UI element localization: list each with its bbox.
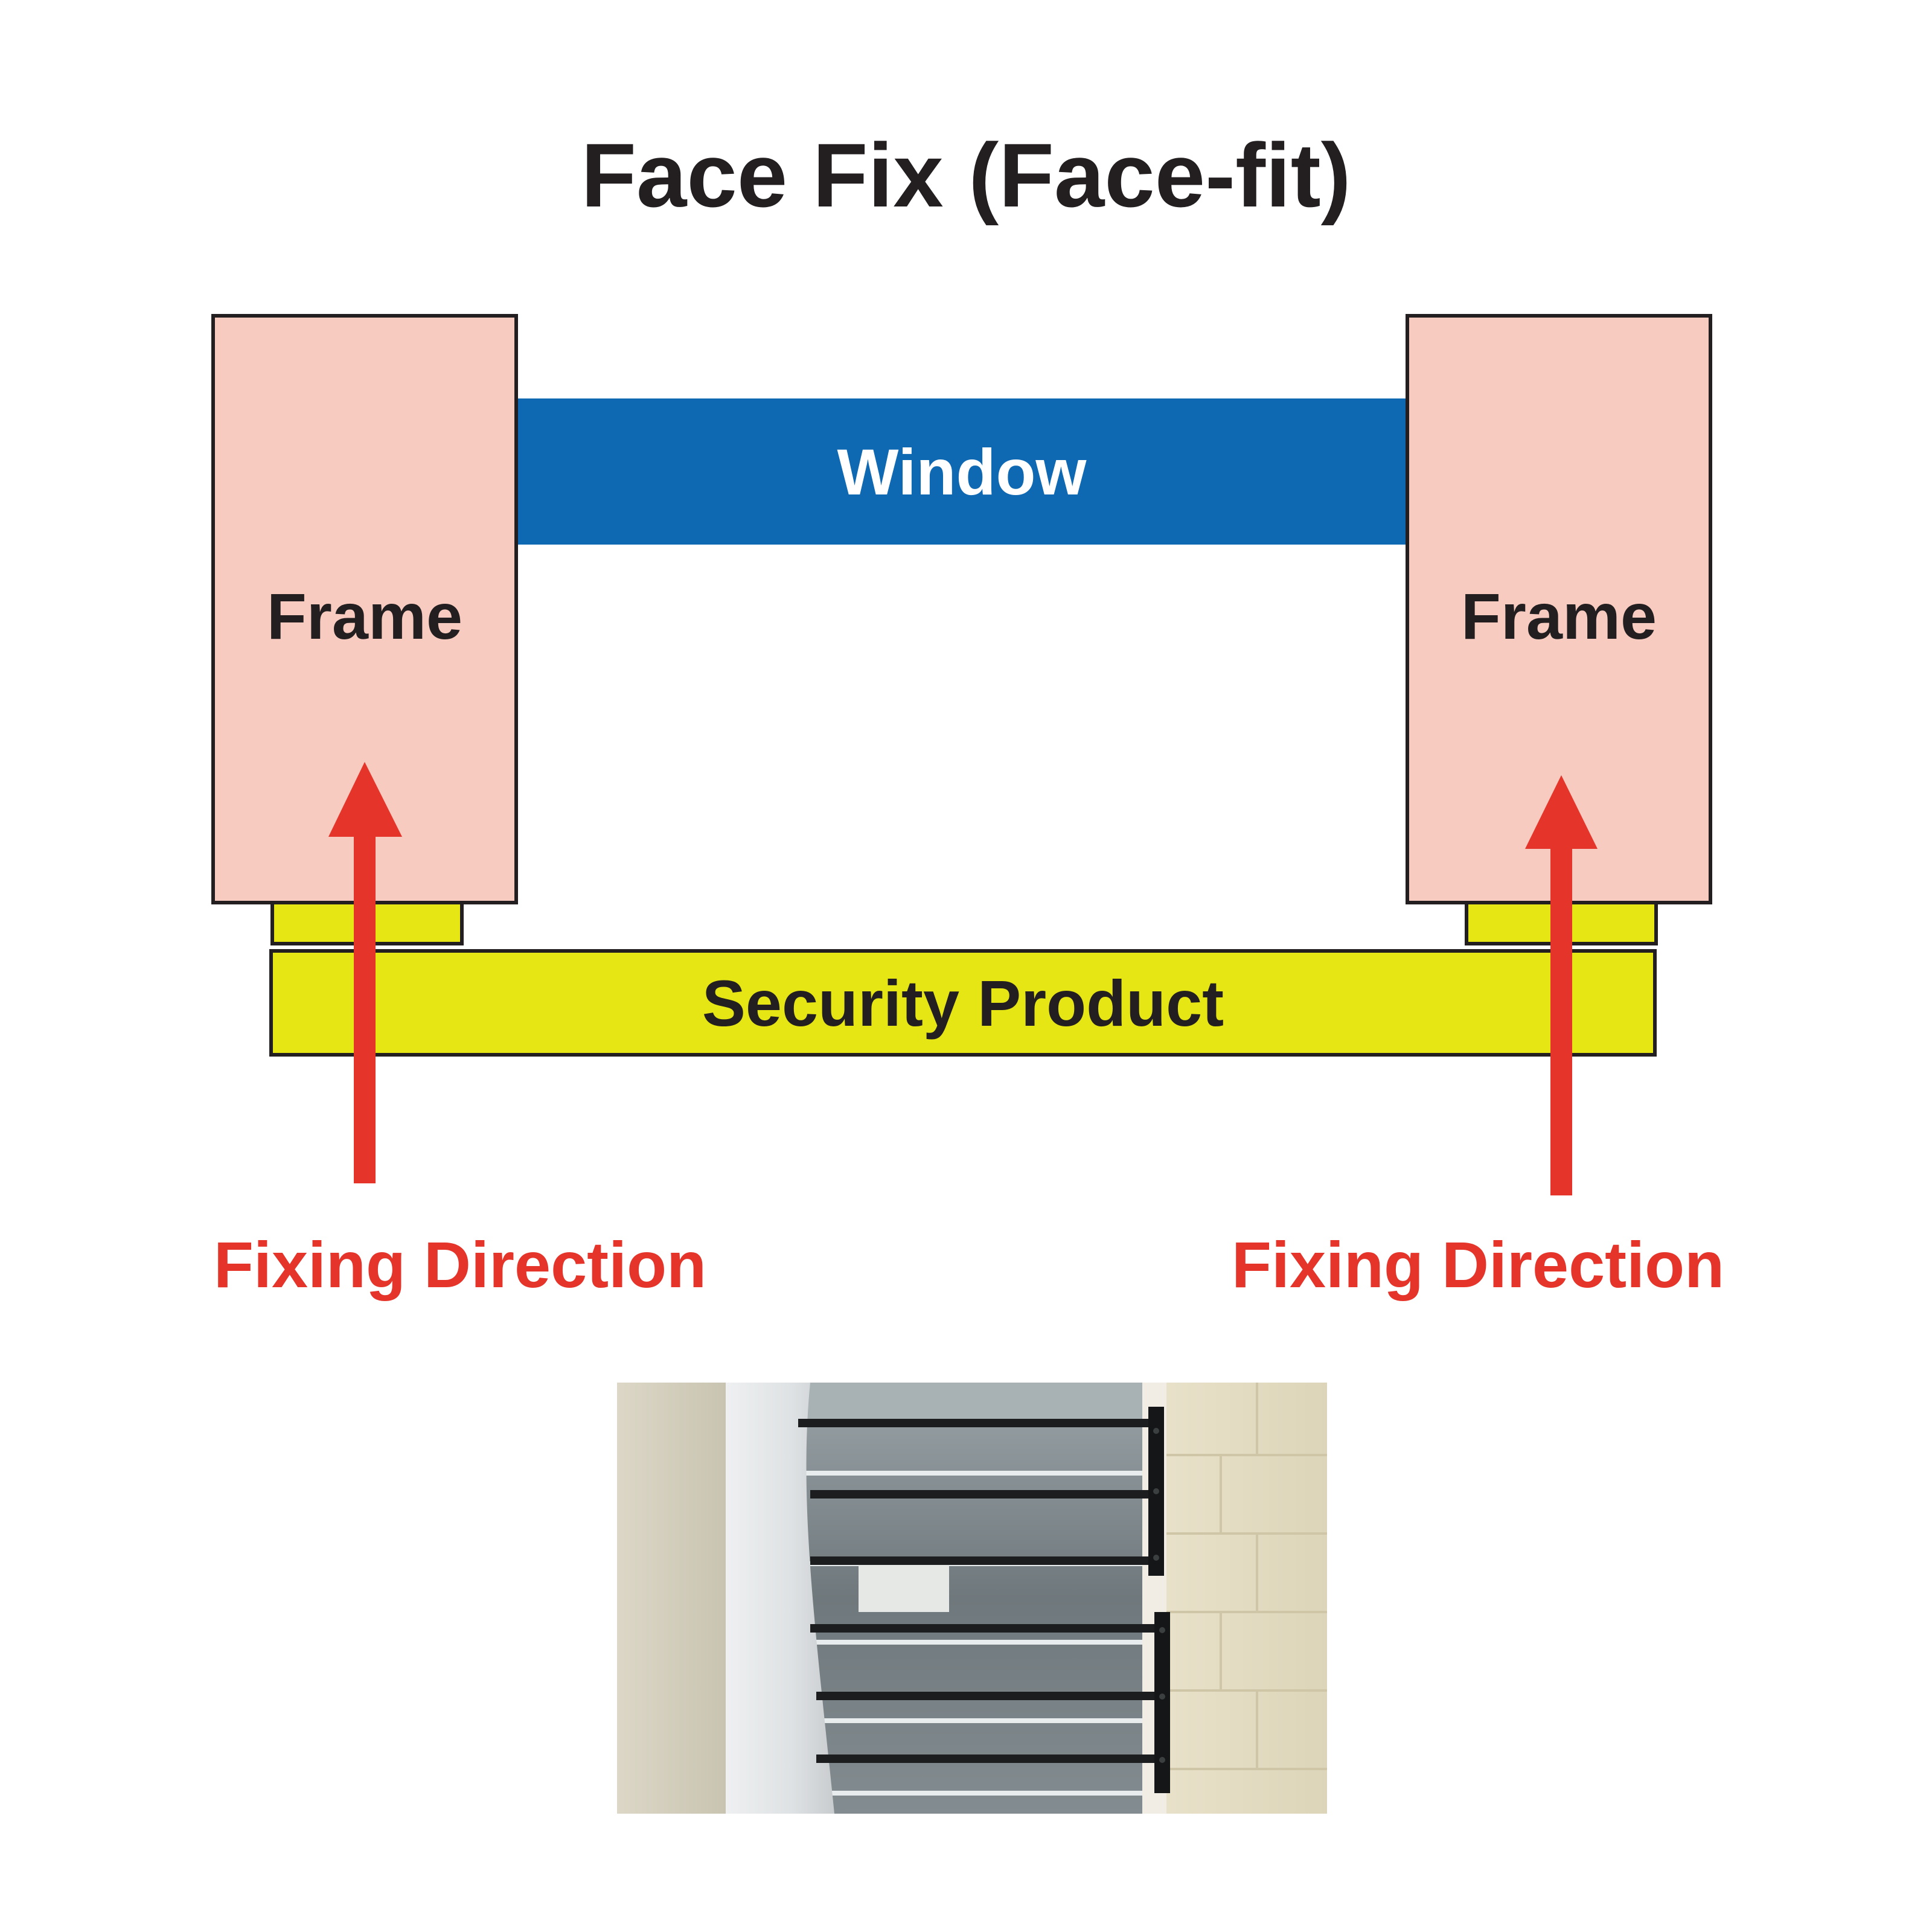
page-title: Face Fix (Face-fit) xyxy=(581,124,1351,226)
window-bar: Window xyxy=(518,398,1406,545)
security-product-bar: Security Product xyxy=(269,949,1657,1057)
frame-right-label: Frame xyxy=(1460,580,1657,653)
photo-illustration xyxy=(617,1383,1327,1814)
fixing-direction-right-label: Fixing Direction xyxy=(1232,1228,1725,1301)
fixing-direction-left-label: Fixing Direction xyxy=(214,1228,707,1301)
frame-right: Frame xyxy=(1406,314,1712,904)
window-security-bars-photo xyxy=(617,1383,1327,1814)
shim-right xyxy=(1465,904,1658,945)
frame-left: Frame xyxy=(211,314,518,904)
shim-left xyxy=(270,904,464,945)
frame-left-label: Frame xyxy=(266,580,463,653)
window-label: Window xyxy=(837,435,1087,508)
security-product-label: Security Product xyxy=(702,966,1224,1040)
